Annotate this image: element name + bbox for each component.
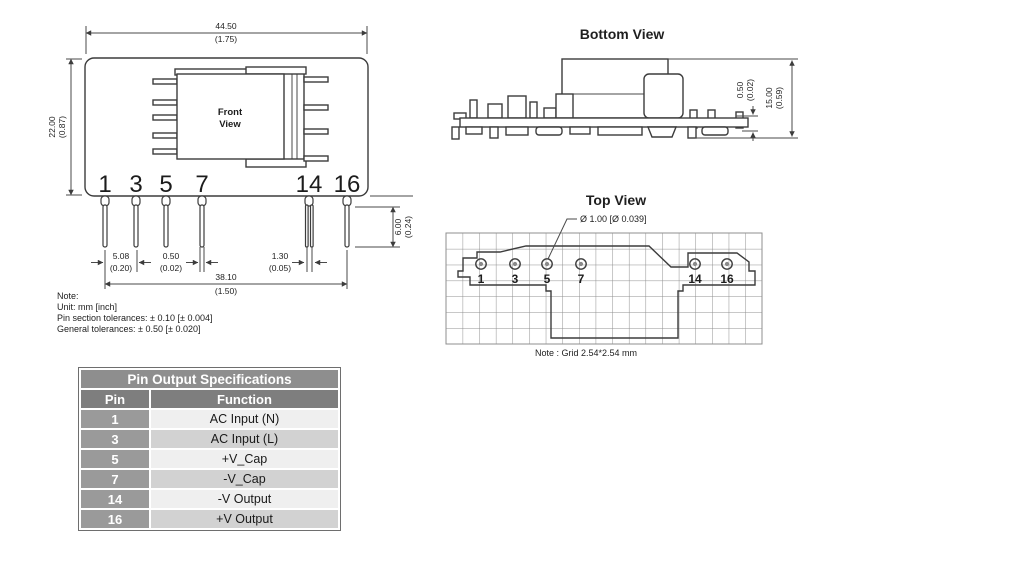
dim-module-height-mm: 15.00 [764, 87, 774, 109]
pin-cell: 1 [81, 410, 149, 428]
tv-pin-5: 5 [544, 272, 551, 286]
dim-width-in: (1.75) [215, 34, 237, 44]
function-cell: +V_Cap [151, 450, 338, 468]
dim-pin-length-mm: 6.00 [393, 218, 403, 235]
column-header-function: Function [151, 390, 338, 408]
table-row: 5 +V_Cap [81, 450, 338, 468]
tv-pin-1: 1 [478, 272, 485, 286]
pin-3 [131, 195, 141, 248]
pin-cell: 16 [81, 510, 149, 528]
front-view-dim-height: 22.00 (0.87) [47, 58, 82, 196]
front-view-dim-width: 44.50 (1.75) [85, 21, 368, 54]
drawing-notes: Note: Unit: mm [inch] Pin section tolera… [57, 291, 212, 335]
top-view-outline [457, 245, 756, 339]
bottom-view-dims: 15.00 (0.59) 0.50 (0.02) [668, 58, 798, 141]
dim-standoff-mm: 0.50 [735, 81, 745, 98]
pin-16 [342, 195, 352, 248]
table-title: Pin Output Specifications [81, 370, 338, 388]
pin-spec-table-wrap: Pin Output Specifications Pin Function 1… [78, 367, 341, 531]
dim-pin-length-in: (0.24) [403, 216, 413, 238]
notes-title: Note: [57, 291, 79, 301]
table-row: 14 -V Output [81, 490, 338, 508]
top-view-drawing: Top View 1 3 5 7 14 16 Ø 1.00 [Ø 0.039] … [445, 192, 763, 358]
dim-height-mm: 22.00 [47, 116, 57, 138]
grid-note: Note : Grid 2.54*2.54 mm [535, 348, 637, 358]
dim-pin-gap-in: (0.05) [269, 263, 291, 273]
hole-callout-label: Ø 1.00 [Ø 0.039] [580, 214, 647, 224]
top-view-pin-labels: 1 3 5 7 14 16 [478, 272, 734, 286]
notes-line-unit: Unit: mm [inch] [57, 302, 118, 312]
pin-cell: 5 [81, 450, 149, 468]
table-row: 7 -V_Cap [81, 470, 338, 488]
bottom-view-drawing: Bottom View [451, 26, 798, 141]
dim-pitch-mm: 5.08 [113, 251, 130, 261]
pin-cell: 3 [81, 430, 149, 448]
column-header-pin: Pin [81, 390, 149, 408]
pin-5 [161, 195, 171, 248]
notes-line-pin-tolerance: Pin section tolerances: ± 0.10 [± 0.004] [57, 313, 213, 323]
function-cell: +V Output [151, 510, 338, 528]
function-cell: AC Input (N) [151, 410, 338, 428]
pin-number-16: 16 [334, 171, 361, 198]
front-view-dim-span: 38.10 (1.50) [104, 250, 348, 296]
front-view-dim-pitch: 5.08 (0.20) [91, 250, 151, 273]
pin-7 [197, 195, 207, 248]
bottom-view-title: Bottom View [580, 26, 665, 42]
tv-pin-14: 14 [688, 272, 702, 286]
table-row: 3 AC Input (L) [81, 430, 338, 448]
pin-number-5: 5 [159, 171, 172, 198]
front-view-drawing: 44.50 (1.75) 22.00 (0.87) [47, 21, 413, 296]
pin-number-3: 3 [129, 171, 142, 198]
front-view-label-1: Front [218, 107, 243, 118]
table-title-row: Pin Output Specifications [81, 370, 338, 388]
pin-spec-table: Pin Output Specifications Pin Function 1… [79, 368, 340, 530]
pin-number-1: 1 [98, 171, 111, 198]
transformer-drawing: Front View [152, 66, 329, 168]
dim-pin-width-in: (0.02) [160, 263, 182, 273]
front-pin-numbers: 1 3 5 7 14 16 [98, 171, 360, 198]
pin-number-7: 7 [195, 171, 208, 198]
pin-cell: 7 [81, 470, 149, 488]
function-cell: -V_Cap [151, 470, 338, 488]
dim-width-mm: 44.50 [215, 21, 237, 31]
dim-pin-width-mm: 0.50 [163, 251, 180, 261]
tv-pin-3: 3 [512, 272, 519, 286]
dim-module-height-in: (0.59) [774, 87, 784, 109]
front-view-dim-pin-width: 0.50 (0.02) [160, 247, 218, 273]
front-view-dim-pin-length: 6.00 (0.24) [355, 195, 413, 248]
table-row: 16 +V Output [81, 510, 338, 528]
pin-number-14: 14 [296, 171, 323, 198]
pin-1 [100, 195, 110, 248]
pin-14 [304, 195, 314, 248]
notes-line-general-tolerance: General tolerances: ± 0.50 [± 0.020] [57, 324, 201, 334]
top-view-grid [445, 232, 763, 345]
dim-standoff-in: (0.02) [745, 79, 755, 101]
dim-span-mm: 38.10 [215, 272, 237, 282]
tv-pin-16: 16 [720, 272, 734, 286]
dim-pitch-in: (0.20) [110, 263, 132, 273]
tv-pin-7: 7 [578, 272, 585, 286]
table-header-row: Pin Function [81, 390, 338, 408]
function-cell: -V Output [151, 490, 338, 508]
dim-pin-gap-mm: 1.30 [272, 251, 289, 261]
front-pins [100, 195, 352, 248]
function-cell: AC Input (L) [151, 430, 338, 448]
table-row: 1 AC Input (N) [81, 410, 338, 428]
front-view-label-2: View [219, 119, 241, 130]
top-view-holes [475, 258, 733, 270]
dim-height-in: (0.87) [57, 116, 67, 138]
dim-span-in: (1.50) [215, 286, 237, 296]
top-view-title: Top View [586, 192, 646, 208]
pin-cell: 14 [81, 490, 149, 508]
front-view-dim-pin-gap: 1.30 (0.05) [269, 247, 327, 273]
hole-callout: Ø 1.00 [Ø 0.039] [547, 214, 647, 260]
bottom-view-shapes [451, 58, 749, 140]
